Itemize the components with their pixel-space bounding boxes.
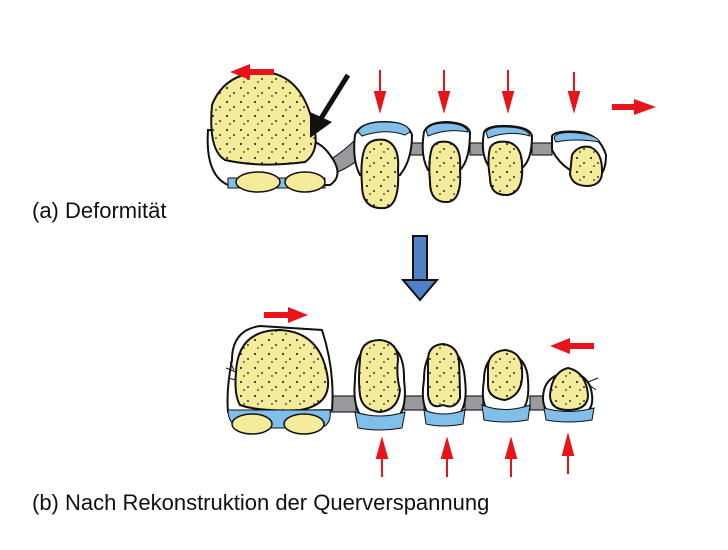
caption-reconstruction: (b) Nach Rekonstruktion der Querverspann… — [32, 490, 490, 515]
metatarsal-4-b — [481, 348, 531, 423]
metatarsal-2-b — [353, 338, 406, 431]
metatarsal-3-b — [421, 342, 467, 427]
metatarsal-1-b — [225, 324, 334, 435]
black-arrow-icon — [310, 73, 351, 138]
ligament-band-b — [329, 395, 553, 413]
force-arrows-up-b — [375, 432, 575, 477]
force-arrow-right-b — [264, 307, 308, 323]
metatarsal-3-a — [421, 120, 472, 204]
metatarsal-1-a — [206, 70, 339, 193]
arrow-down-icon — [400, 235, 440, 302]
force-arrow-left-b — [550, 338, 594, 354]
force-arrow-right-a — [612, 99, 656, 115]
panel-b-reconstructed — [225, 307, 599, 477]
panel-a-deformity — [206, 64, 656, 210]
metatarsal-2-a — [353, 120, 414, 210]
metatarsal-4-a — [481, 124, 534, 197]
force-arrows-down-a — [373, 70, 581, 114]
metatarsal-5-a — [551, 130, 608, 188]
metatarsal-5-b — [542, 366, 599, 423]
caption-deformity: (a) Deformität — [32, 198, 167, 223]
force-arrow-left-a — [230, 64, 274, 80]
